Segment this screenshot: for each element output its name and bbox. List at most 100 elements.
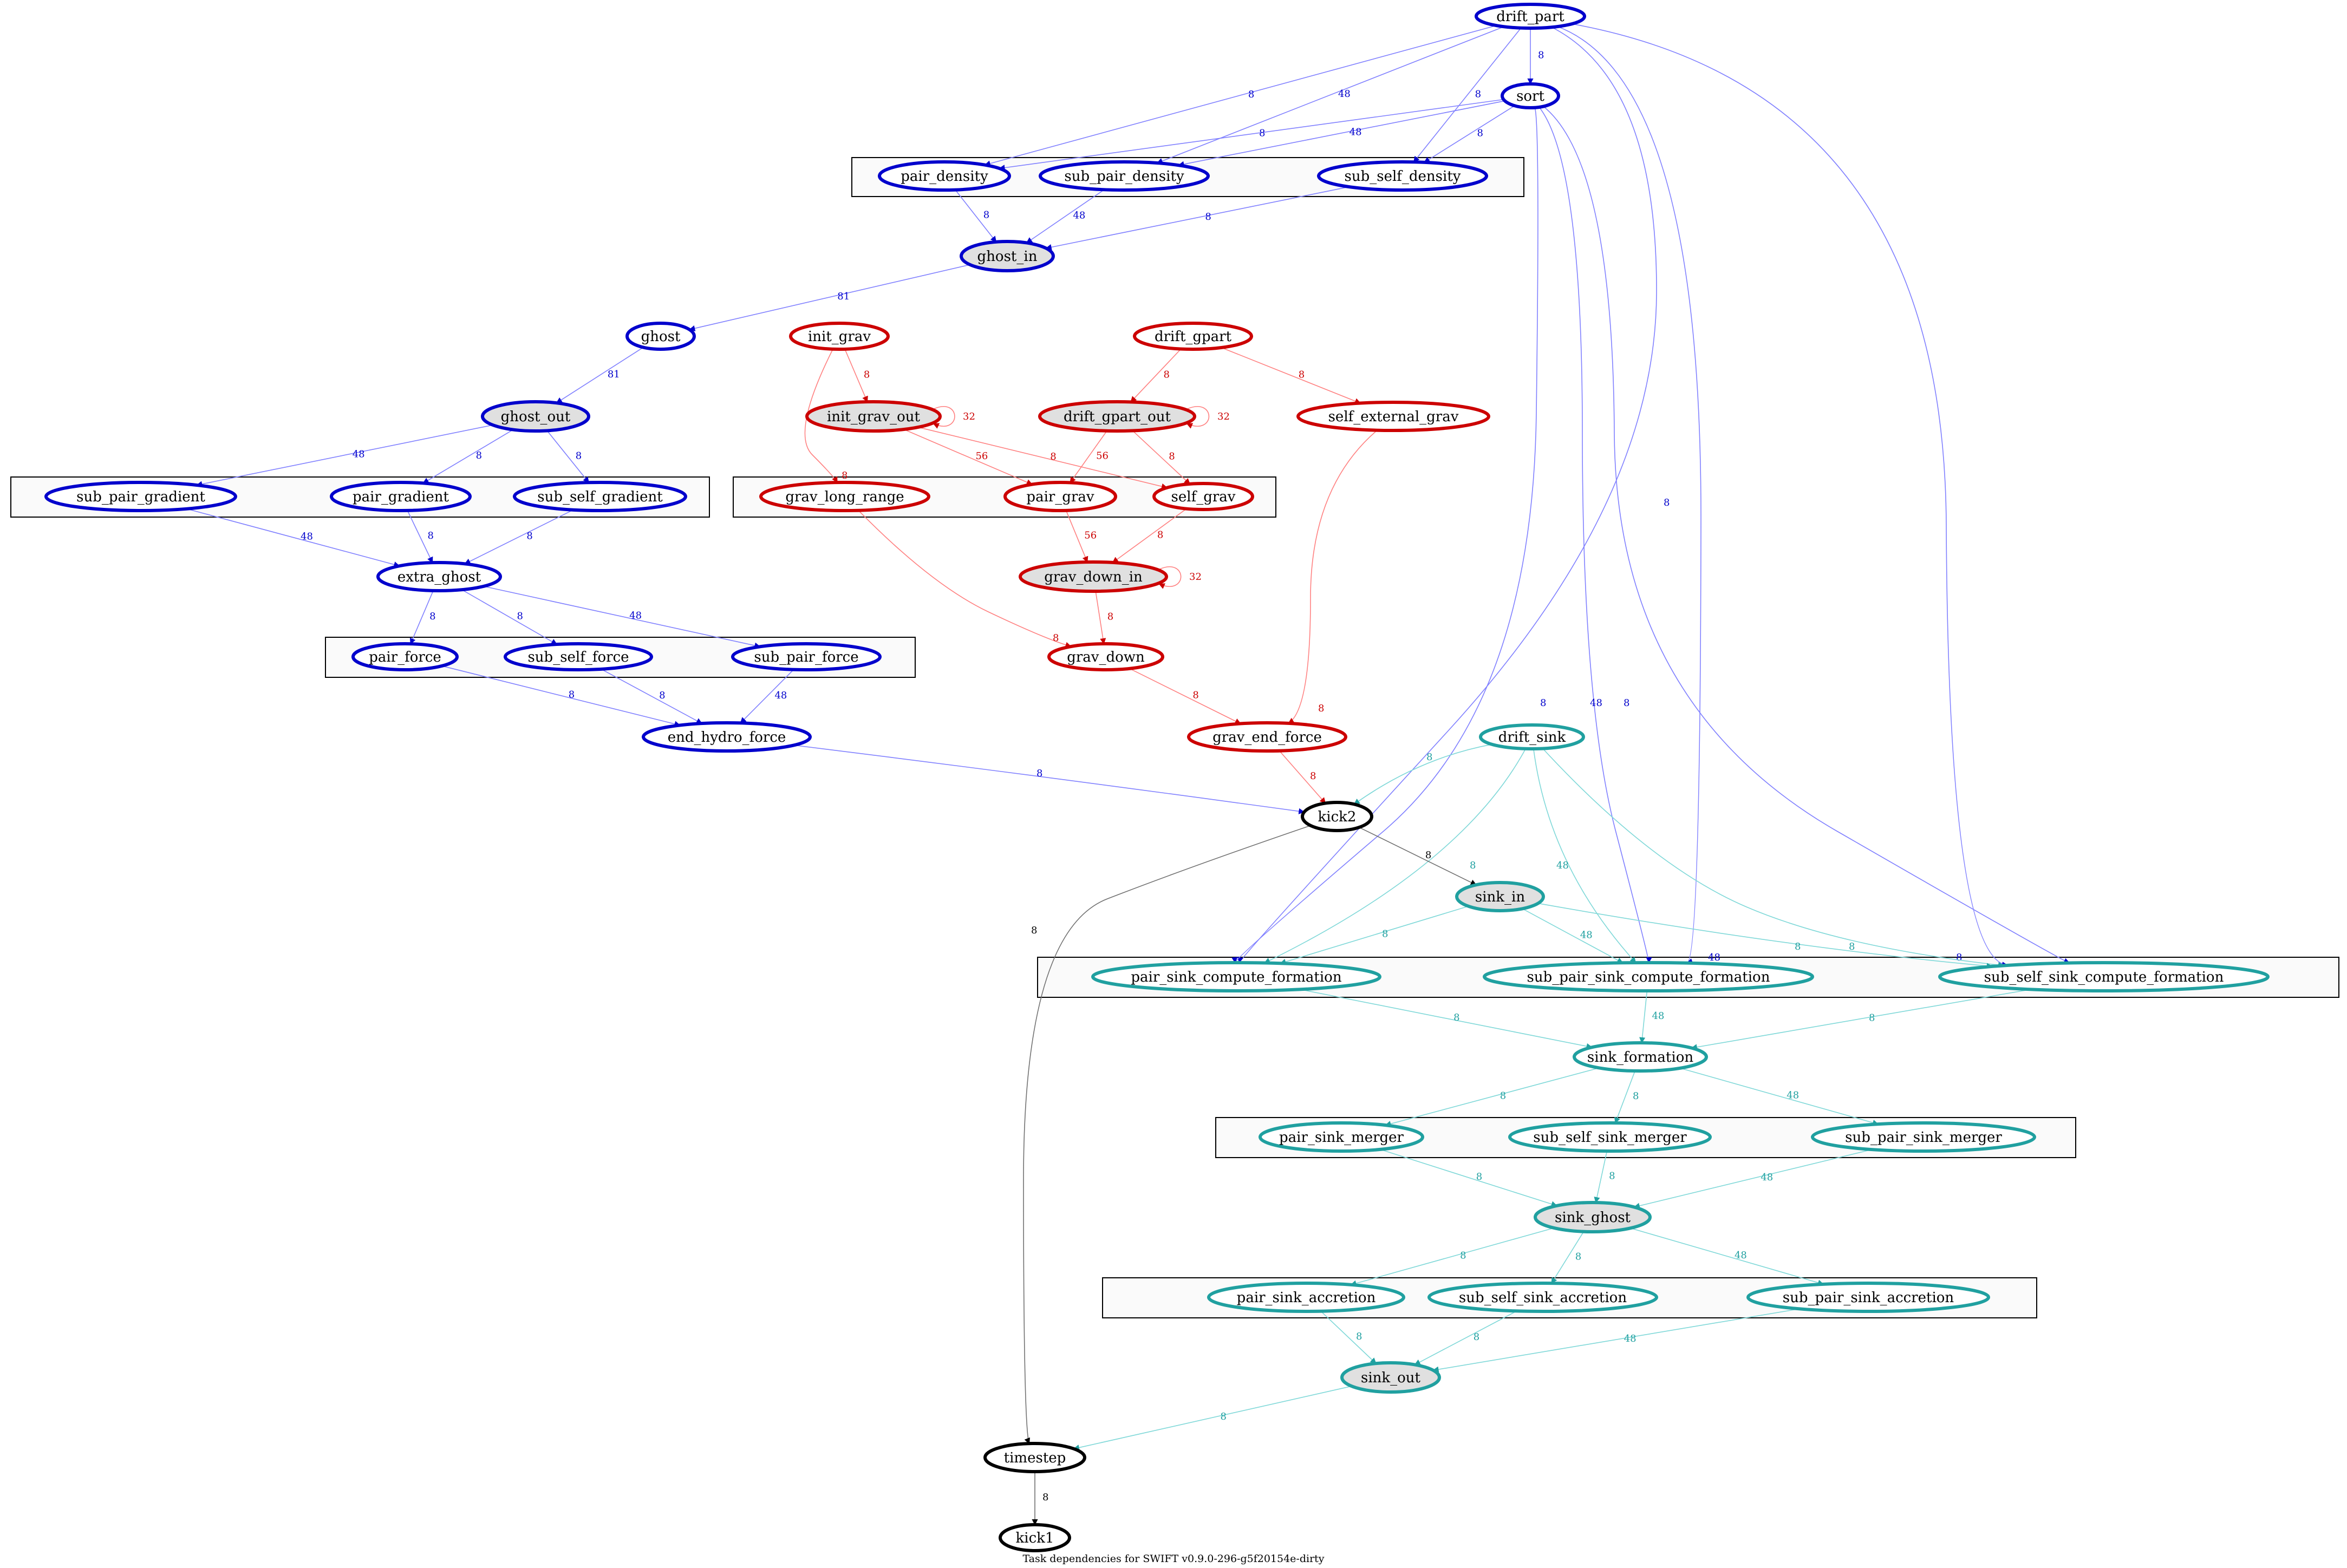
node-shape <box>1508 1121 1712 1153</box>
node-shape <box>1746 1282 1990 1313</box>
edge-line <box>955 190 997 243</box>
node-sort: sort <box>1501 82 1560 109</box>
edge-sort-to-sub_self_sink_compute_formation: 8 <box>1543 106 2070 964</box>
node-label: sub_self_gradient <box>537 489 663 505</box>
node-drift_sink: drift_sink <box>1479 723 1585 750</box>
node-label: sink_formation <box>1587 1049 1693 1066</box>
node-label: kick2 <box>1318 809 1357 825</box>
node-label: grav_down_in <box>1044 569 1143 585</box>
node-ghost: ghost <box>625 322 696 351</box>
edge-sub_pair_sink_merger-to-sink_ghost: 48 <box>1633 1149 1873 1209</box>
edge-sink_ghost-to-sub_self_sink_accretion: 8 <box>1551 1231 1585 1284</box>
node-sub_pair_force: sub_pair_force <box>731 642 882 671</box>
edge-label: 8 <box>576 450 582 461</box>
edge-label: 8 <box>1157 529 1163 540</box>
edge-line <box>1630 1227 1824 1286</box>
edge-label: 8 <box>1036 768 1042 779</box>
node-grav_down_in: grav_down_in <box>1019 560 1168 593</box>
edge-line <box>1279 750 1326 804</box>
node-label: sort <box>1516 88 1544 104</box>
edge-label: 8 <box>1453 1012 1459 1023</box>
edge-sink_in-to-pair_sink_compute_formation: 8 <box>1280 905 1469 965</box>
edge-label: 8 <box>1192 690 1198 701</box>
node-shape <box>983 1442 1086 1473</box>
edge-label: 8 <box>1956 952 1962 963</box>
node-self_external_grav: self_external_grav <box>1296 401 1490 432</box>
node-label: sub_pair_sink_merger <box>1845 1129 2002 1146</box>
node-label: grav_end_force <box>1212 729 1322 746</box>
node-label: sub_pair_density <box>1064 168 1184 185</box>
node-sub_self_sink_merger: sub_self_sink_merger <box>1508 1121 1712 1153</box>
edge-line <box>1130 348 1182 403</box>
edge-sub_self_sink_accretion-to-sink_out: 8 <box>1414 1310 1517 1366</box>
node-sub_self_sink_accretion: sub_self_sink_accretion <box>1427 1282 1658 1313</box>
edge-label: 8 <box>526 531 532 542</box>
node-shape <box>731 642 882 671</box>
node-label: kick1 <box>1016 1530 1054 1546</box>
edge-sort-to-sub_self_density: 8 <box>1424 105 1515 163</box>
edge-label: 48 <box>1338 88 1351 100</box>
edge-label: 8 <box>1664 497 1670 508</box>
edge-label: 8 <box>1470 860 1476 871</box>
edge-grav_end_force-to-kick2: 8 <box>1279 750 1326 804</box>
edge-label: 48 <box>774 690 787 701</box>
node-shape <box>1534 1201 1652 1233</box>
node-shape <box>1427 1282 1658 1313</box>
edge-label: 8 <box>1500 1090 1506 1101</box>
node-label: drift_gpart <box>1155 329 1232 345</box>
node-shape <box>1019 560 1168 593</box>
edge-label: 8 <box>1869 1012 1875 1023</box>
edge-line <box>1522 908 1624 964</box>
edge-line <box>1221 347 1361 404</box>
node-sub_pair_sink_compute_formation: sub_pair_sink_compute_formation <box>1483 961 1814 992</box>
node-shape <box>1296 401 1490 432</box>
edge-line <box>1045 186 1349 250</box>
edge-sink_formation-to-sub_pair_sink_merger: 48 <box>1680 1068 1879 1126</box>
edge-kick2-to-timestep: 8 <box>1023 825 1311 1445</box>
edge-pair_density-to-ghost_in: 8 <box>955 190 997 243</box>
node-shape <box>625 322 696 351</box>
edge-pair_sink_merger-to-sink_ghost: 8 <box>1380 1149 1557 1207</box>
edge-line <box>1538 107 1652 964</box>
edge-init_grav_out-to-pair_grav: 56 <box>903 429 1033 485</box>
node-shape <box>789 322 890 351</box>
edge-label: 48 <box>353 449 365 460</box>
edge-line <box>1353 744 1492 805</box>
edge-kick2-to-sink_in: 8 <box>1359 827 1477 886</box>
edge-label: 8 <box>983 210 989 221</box>
edge-line <box>1288 430 1378 724</box>
node-shape <box>1091 961 1381 992</box>
node-drift_gpart_out: drift_gpart_out <box>1038 400 1196 433</box>
node-label: sub_pair_sink_accretion <box>1783 1290 1954 1306</box>
edge-label: 48 <box>301 531 313 543</box>
edge-line <box>1129 668 1241 724</box>
node-shape <box>1340 1361 1441 1394</box>
edge-label: 8 <box>1624 697 1629 709</box>
node-shape <box>351 642 459 671</box>
edge-self_external_grav-to-grav_end_force: 8 <box>1288 430 1378 724</box>
edge-line <box>1414 1310 1517 1366</box>
edge-line <box>1424 105 1515 163</box>
node-label: pair_density <box>901 168 988 185</box>
edge-label: 8 <box>1050 451 1056 462</box>
node-shape <box>1501 82 1560 109</box>
node-shape <box>44 481 237 512</box>
edge-ghost-to-ghost_out: 81 <box>556 347 644 403</box>
node-sub_self_density: sub_self_density <box>1317 160 1488 192</box>
node-self_grav: self_grav <box>1152 482 1254 511</box>
edge-pair_force-to-end_hydro_force: 8 <box>441 665 681 727</box>
edge-label: 48 <box>1590 697 1602 709</box>
node-label: sub_self_force <box>527 649 629 665</box>
node-label: ghost <box>641 329 681 345</box>
edge-grav_long_range-to-grav_down: 8 <box>858 510 1072 648</box>
edge-init_grav-to-init_grav_out: 8 <box>844 349 870 403</box>
edge-ghost_in-to-ghost: 81 <box>689 264 970 331</box>
edge-label: 8 <box>476 450 482 461</box>
edge-label: 8 <box>842 470 847 481</box>
edge-label: 8 <box>1609 1171 1615 1182</box>
edge-extra_ghost-to-sub_pair_force: 48 <box>483 586 761 649</box>
edge-label: 48 <box>1624 1333 1637 1344</box>
node-sub_pair_sink_accretion: sub_pair_sink_accretion <box>1746 1282 1990 1313</box>
edge-label: 8 <box>1042 1492 1048 1503</box>
